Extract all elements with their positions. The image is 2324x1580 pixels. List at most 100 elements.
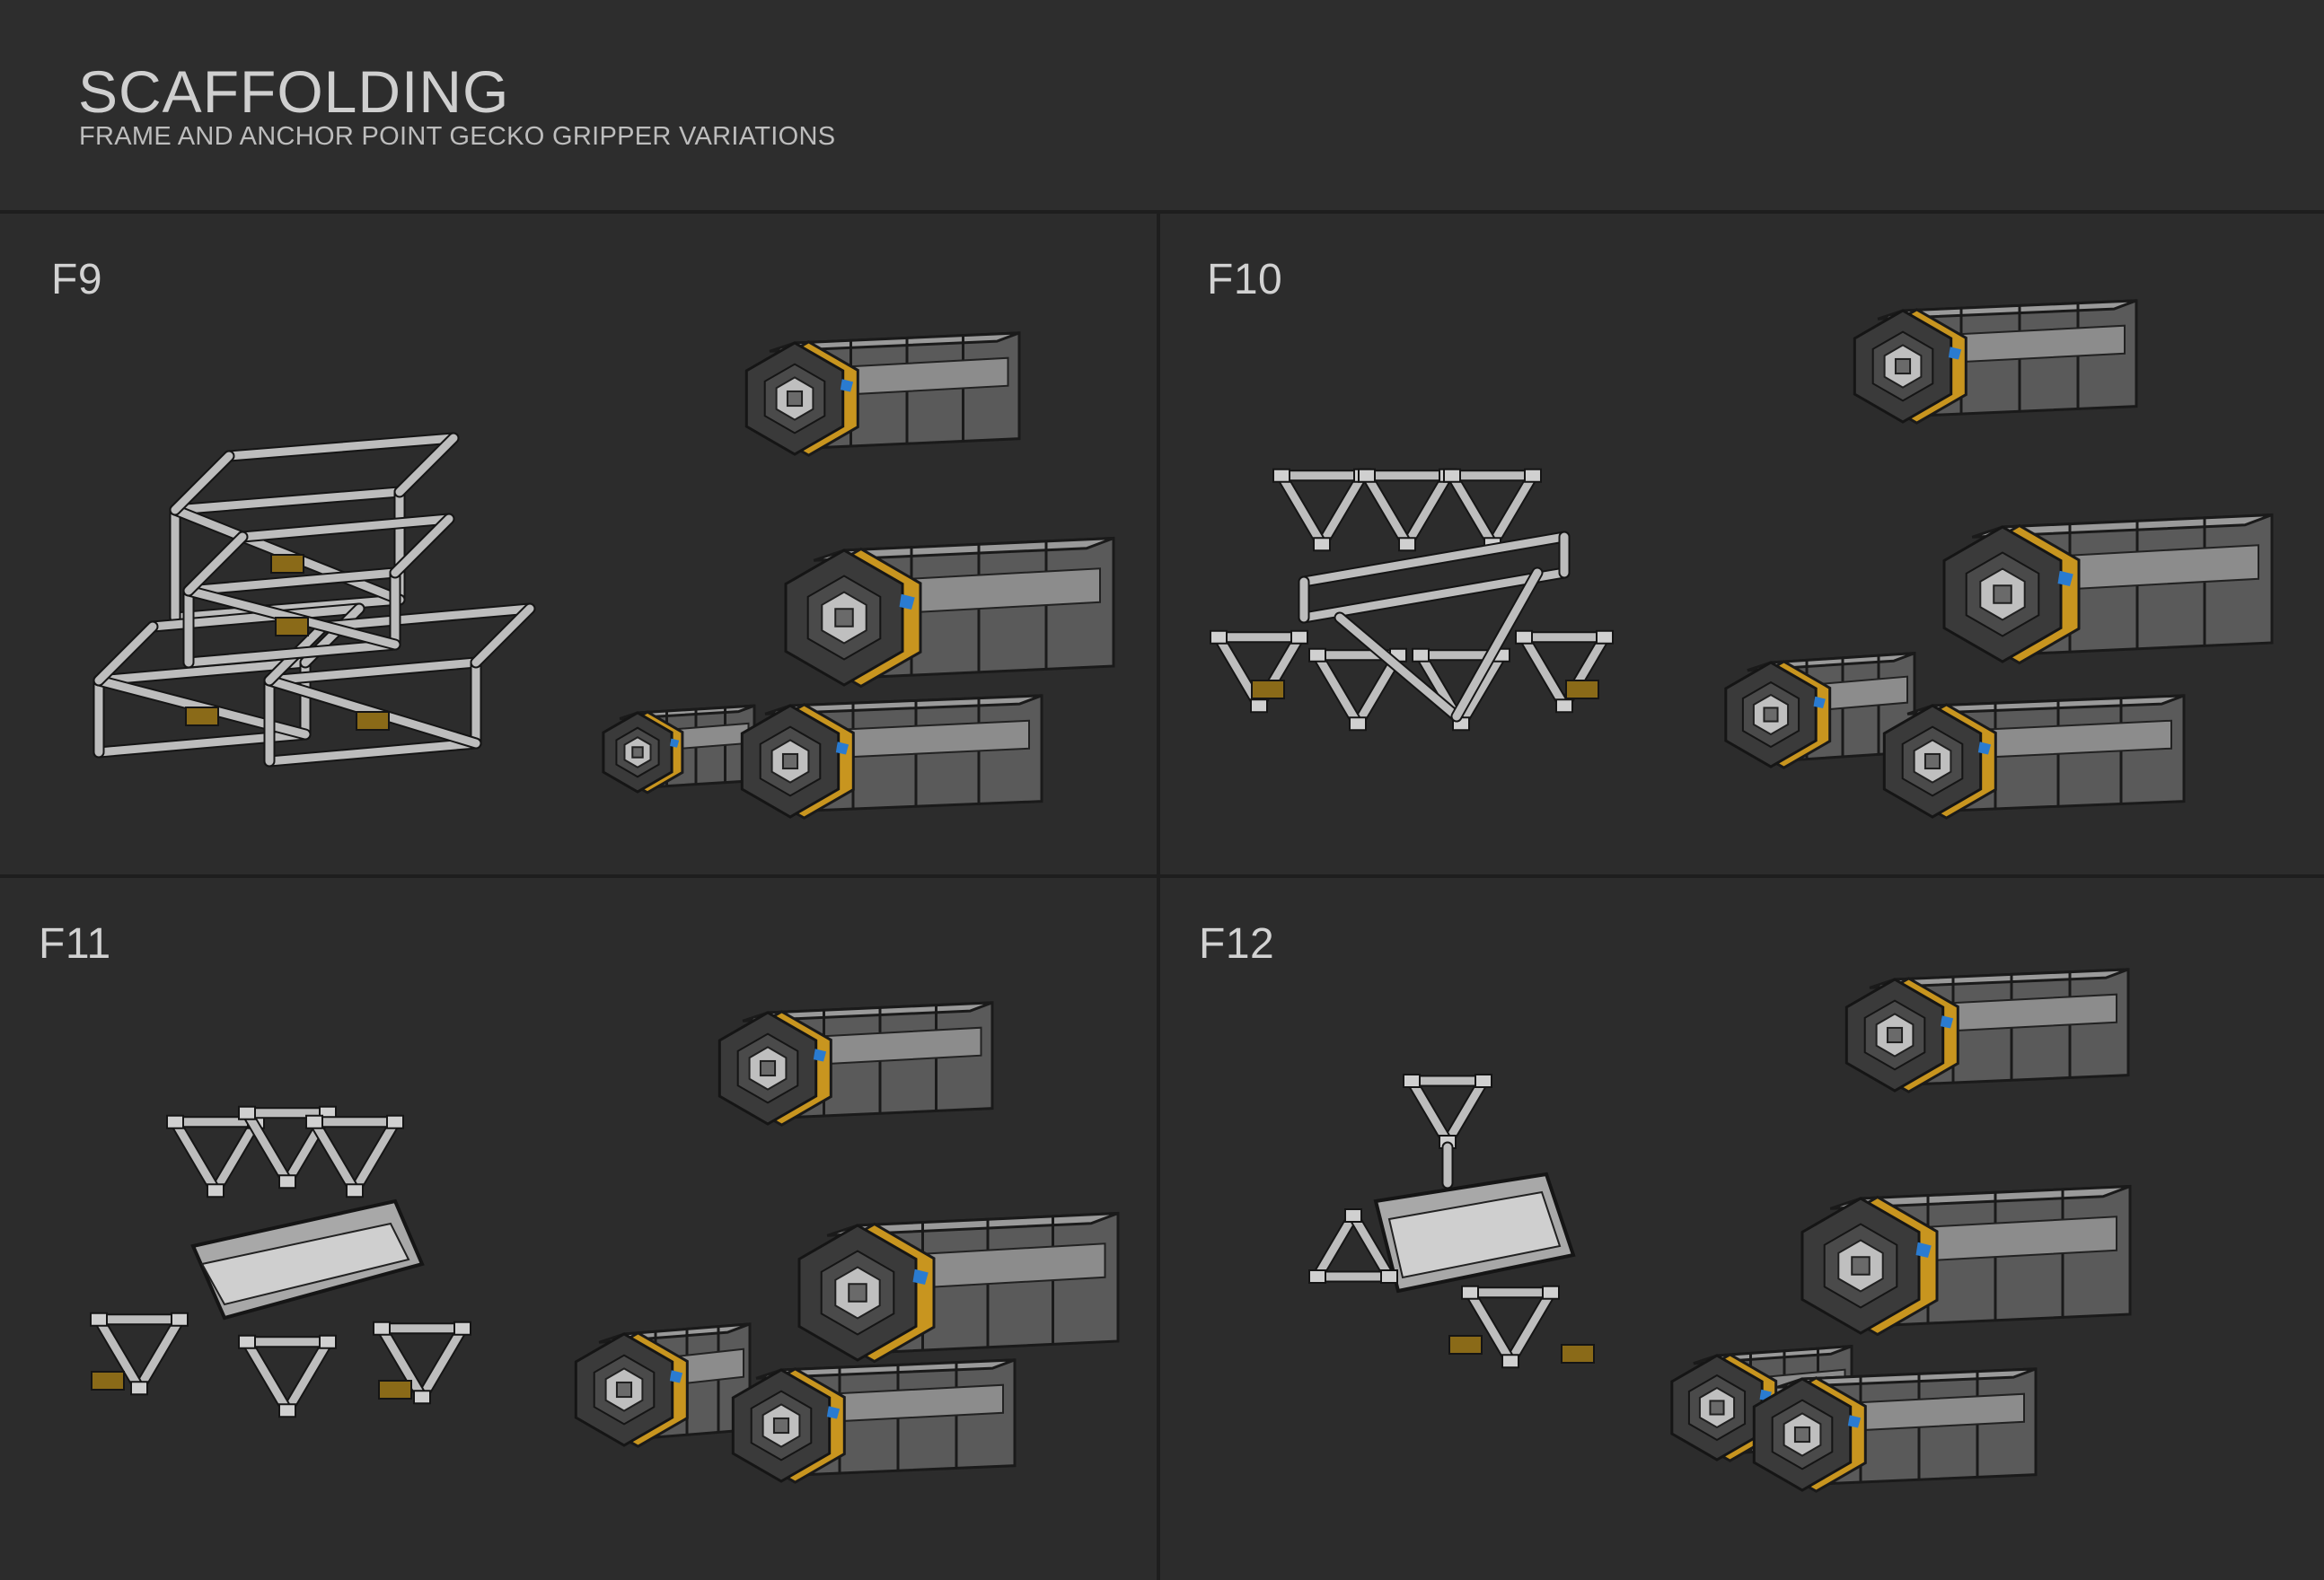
header-divider [0, 210, 2324, 214]
joint [1475, 1074, 1492, 1088]
joint [278, 1403, 296, 1418]
accent-light [670, 738, 680, 748]
panel-label: F10 [1207, 256, 1283, 303]
column-divider [1157, 214, 1160, 1580]
joint [278, 1174, 296, 1189]
row-divider [0, 874, 2324, 878]
joint [346, 1183, 364, 1198]
panel-f11: F11 [0, 878, 1157, 1580]
page-title: SCAFFOLDING [78, 58, 510, 125]
accent-light [1847, 1415, 1862, 1428]
canister-top [813, 537, 1114, 562]
strut [319, 604, 534, 631]
strut [1299, 532, 1569, 586]
joint [166, 1114, 184, 1129]
strut [471, 604, 534, 667]
joint [1308, 1269, 1326, 1284]
canister-port-core [848, 1283, 867, 1303]
strut [171, 595, 404, 622]
gecko-pad [91, 1371, 125, 1391]
joint [1501, 1354, 1519, 1369]
canister-port-core [1923, 752, 1941, 770]
strut [395, 434, 458, 496]
strut [265, 739, 480, 766]
joint [171, 1312, 189, 1327]
joint [90, 1312, 108, 1327]
canister-top [1877, 299, 2137, 320]
strut [1407, 1076, 1452, 1146]
strut [1452, 568, 1542, 721]
joint [386, 1114, 404, 1129]
accent-light [1977, 742, 1992, 755]
scaffold-frame [1308, 1074, 1595, 1369]
canister [1752, 1367, 2038, 1493]
joint [1290, 629, 1308, 645]
scaffold-frame [182, 513, 455, 669]
strut [211, 1118, 260, 1195]
joint [1250, 698, 1268, 714]
canister-top [1971, 514, 2273, 539]
joint [130, 1381, 148, 1396]
panel-label: F9 [51, 256, 103, 303]
joint [1596, 629, 1614, 645]
canister-port-core [1793, 1426, 1811, 1444]
canister [717, 1001, 994, 1127]
joint [373, 1321, 391, 1336]
accent-light [840, 379, 854, 392]
canister-port-core [772, 1417, 790, 1435]
gecko-pad [275, 617, 309, 636]
strut [1457, 651, 1506, 728]
strut [391, 514, 453, 577]
bridge-panel-face [200, 1222, 410, 1306]
strut [1313, 1211, 1358, 1281]
canister [1800, 1184, 2132, 1337]
joint [453, 1321, 471, 1336]
joint [1515, 629, 1533, 645]
strut [1506, 1288, 1555, 1365]
canister-port-core [1709, 1400, 1725, 1416]
panel-f12: F12 [1160, 878, 2324, 1580]
strut [94, 622, 157, 685]
joint [1443, 468, 1461, 483]
page-subtitle: FRAME AND ANCHOR POINT GECKO GRIPPER VAR… [79, 122, 836, 151]
strut [1466, 1288, 1515, 1365]
canister-top [1776, 1367, 2037, 1389]
canister-top [1829, 1185, 2131, 1210]
scaffold-frame [92, 602, 365, 759]
strut [242, 1109, 292, 1186]
scaffold-frame [263, 602, 536, 768]
accent-light [2057, 570, 2073, 586]
strut [1443, 1076, 1488, 1146]
accent-light [1915, 1242, 1932, 1258]
joint [238, 1334, 256, 1349]
joint [1344, 1208, 1362, 1223]
canister-top [1906, 694, 2185, 715]
accent-light [1940, 1015, 1954, 1029]
strut [171, 487, 404, 514]
canister [1844, 968, 2130, 1093]
bridge-panel-face [1387, 1190, 1562, 1279]
gecko-pad [1565, 680, 1599, 699]
strut [224, 434, 458, 461]
joint [1555, 698, 1573, 714]
panel-label: F12 [1199, 920, 1275, 968]
gecko-pad [356, 711, 390, 731]
joint [1349, 716, 1367, 732]
strut [377, 1324, 427, 1401]
canister [744, 331, 1021, 457]
panel-illustration [90, 1001, 1120, 1484]
canister-top [769, 331, 1020, 353]
strut [184, 568, 400, 595]
joint [1461, 1285, 1479, 1300]
strut [1519, 633, 1569, 710]
strut [171, 1118, 220, 1195]
joint [1398, 537, 1416, 552]
accent-light [912, 1268, 929, 1285]
gecko-pad [378, 1380, 412, 1400]
canister [740, 694, 1043, 820]
canister [574, 1322, 752, 1448]
strut [1313, 651, 1362, 728]
joint [1358, 468, 1376, 483]
canister [797, 1211, 1120, 1364]
canister-top [1869, 968, 2129, 989]
